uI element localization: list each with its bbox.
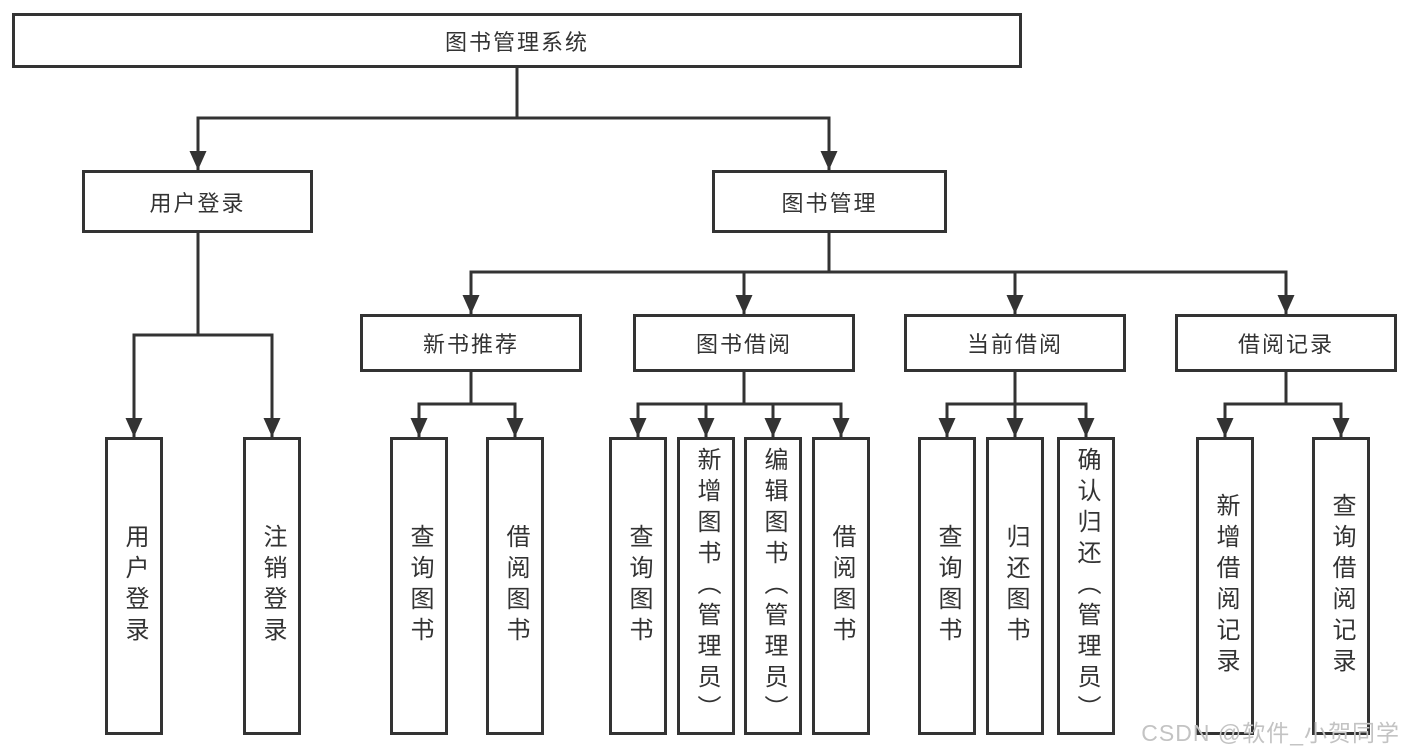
leaf-query-books-borrowing: 查询图书 [609, 437, 667, 735]
node-new-book-recommend: 新书推荐 [360, 314, 582, 372]
leaf-user-login: 用户登录 [105, 437, 163, 735]
leaf-query-books-current: 查询图书 [918, 437, 976, 735]
leaf-add-book-admin: 新增图书（管理员） [677, 437, 735, 735]
leaf-query-borrow-record: 查询借阅记录 [1312, 437, 1370, 735]
node-root: 图书管理系统 [12, 13, 1022, 68]
leaf-logout-login: 注销登录 [243, 437, 301, 735]
csdn-watermark: CSDN @软件_小贺同学 [1141, 720, 1400, 746]
leaf-add-borrow-record: 新增借阅记录 [1196, 437, 1254, 735]
leaf-confirm-return-admin: 确认归还（管理员） [1057, 437, 1115, 735]
node-borrow-records: 借阅记录 [1175, 314, 1397, 372]
node-book-management: 图书管理 [712, 170, 947, 233]
leaf-borrow-book-recommend: 借阅图书 [486, 437, 544, 735]
leaf-query-books-recommend: 查询图书 [390, 437, 448, 735]
node-book-borrowing: 图书借阅 [633, 314, 855, 372]
leaf-edit-book-admin: 编辑图书（管理员） [744, 437, 802, 735]
leaf-borrow-book-borrowing: 借阅图书 [812, 437, 870, 735]
node-current-borrowing: 当前借阅 [904, 314, 1126, 372]
leaf-return-book: 归还图书 [986, 437, 1044, 735]
node-user-login: 用户登录 [82, 170, 313, 233]
